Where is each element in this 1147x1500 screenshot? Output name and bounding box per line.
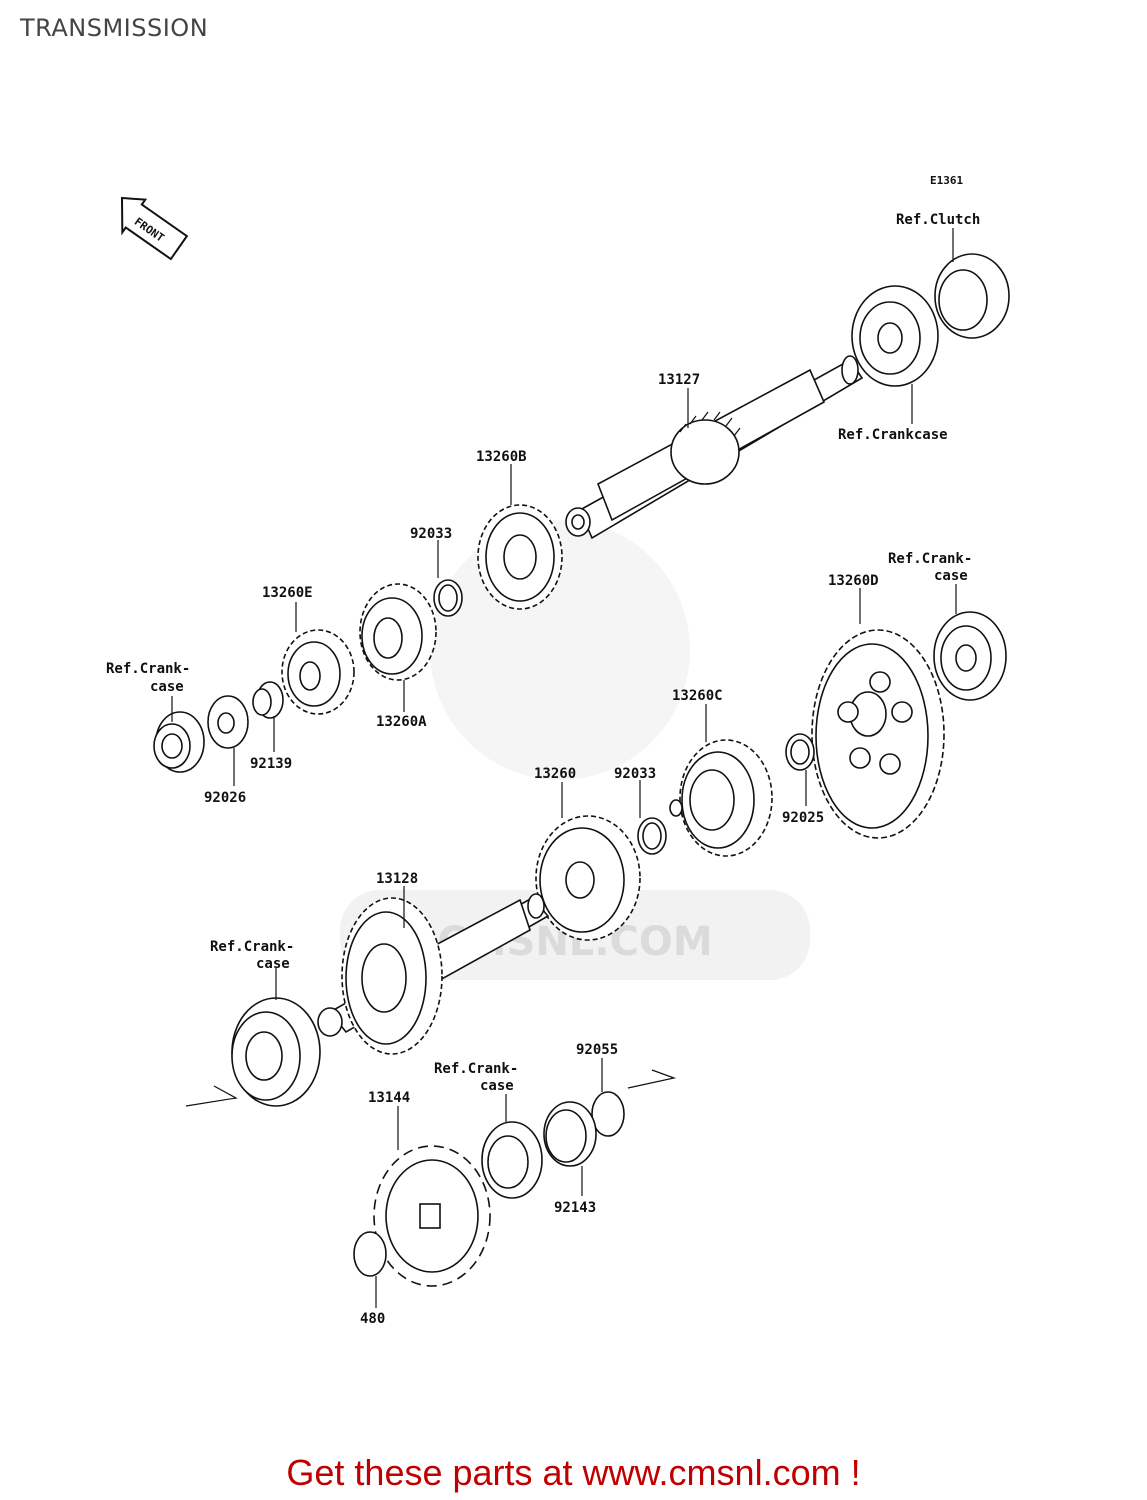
crankcase-ball-bearing-top <box>851 285 939 387</box>
label-13260e: 13260E <box>262 585 313 601</box>
crankcase-bearing-right <box>933 611 1007 701</box>
circlip-480 <box>353 1231 387 1277</box>
circlip-92033-a <box>433 579 463 617</box>
label-480: 480 <box>360 1311 385 1327</box>
oil-seal <box>481 1121 543 1199</box>
label-ref-crank-right-2: case <box>934 568 968 584</box>
crankcase-bearing-lower <box>231 997 321 1107</box>
label-ref-crank-left-1: Ref.Crank- <box>106 661 190 677</box>
label-13260a: 13260A <box>376 714 427 730</box>
label-13144: 13144 <box>368 1090 410 1106</box>
diagram-code: E1361 <box>930 174 963 187</box>
label-ref-crank-bottom-2: case <box>480 1078 514 1094</box>
label-92033-b: 92033 <box>614 766 656 782</box>
label-92033-a: 92033 <box>410 526 452 542</box>
bushing-92139 <box>252 681 284 719</box>
label-ref-crank-right-1: Ref.Crank- <box>888 551 972 567</box>
washer-92025 <box>785 733 815 771</box>
footer-cta: Get these parts at www.cmsnl.com ! <box>0 1452 1147 1494</box>
o-ring-92055 <box>591 1091 625 1137</box>
label-13127: 13127 <box>658 372 700 388</box>
label-13260: 13260 <box>534 766 576 782</box>
label-ref-crank-bottom-1: Ref.Crank- <box>434 1061 518 1077</box>
circlip-92033-b <box>637 817 667 855</box>
label-92139: 92139 <box>250 756 292 772</box>
label-92055: 92055 <box>576 1042 618 1058</box>
needle-bearing-left <box>153 711 205 773</box>
clutch-ref-bearing <box>934 253 1010 339</box>
page-title: TRANSMISSION <box>20 14 209 42</box>
label-92025: 92025 <box>782 810 824 826</box>
label-ref-crank-left-2: case <box>150 679 184 695</box>
label-ref-crank-lower-2: case <box>256 956 290 972</box>
label-13260c: 13260C <box>672 688 723 704</box>
gear-13260d <box>811 629 945 839</box>
main-shaft-13127 <box>565 355 864 540</box>
cta-link[interactable]: www.cmsnl.com <box>582 1452 841 1493</box>
label-92026: 92026 <box>204 790 246 806</box>
cta-prefix: Get these parts at <box>286 1452 583 1493</box>
label-92143: 92143 <box>554 1200 596 1216</box>
label-13128: 13128 <box>376 871 418 887</box>
washer-92026 <box>207 695 249 749</box>
label-13260d: 13260D <box>828 573 879 589</box>
label-ref-clutch: Ref.Clutch <box>896 212 980 228</box>
gear-13260e <box>281 629 355 715</box>
cta-suffix: ! <box>840 1452 861 1493</box>
gear-13260c <box>669 739 773 857</box>
collar-92143 <box>543 1101 597 1167</box>
gear-13260a <box>359 583 437 681</box>
label-ref-crank-lower-1: Ref.Crank- <box>210 939 294 955</box>
sprocket-13144 <box>373 1145 491 1287</box>
label-ref-crankcase-top: Ref.Crankcase <box>838 427 948 443</box>
gear-13260 <box>535 815 641 941</box>
drive-shaft-13128 <box>317 893 550 1055</box>
label-13260b: 13260B <box>476 449 527 465</box>
gear-13260b <box>477 504 563 610</box>
front-arrow-icon: FRONT <box>120 196 189 261</box>
